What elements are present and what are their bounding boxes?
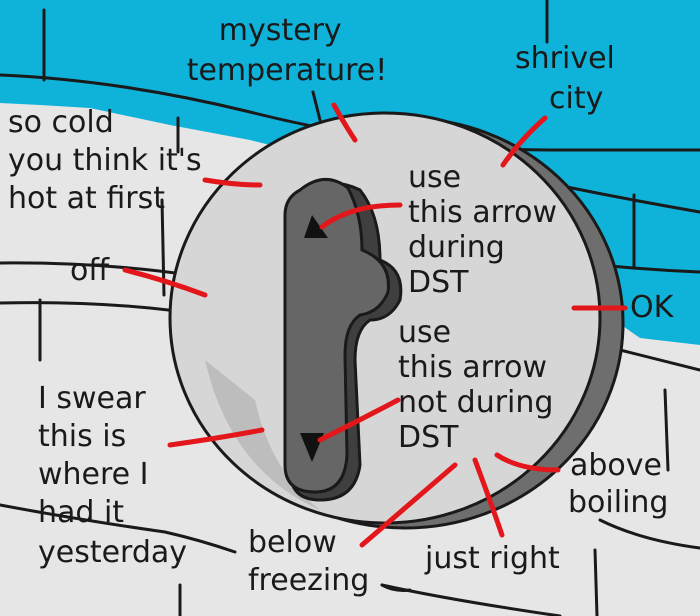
pointer-off [122, 267, 208, 298]
label-mystery-temperature: mystery temperature! [187, 13, 388, 88]
label-below-freezing: below freezing [248, 525, 369, 598]
svg-text:below freezing: below freezing [248, 525, 369, 598]
svg-text:above boiling: above boiling [568, 448, 672, 520]
pointer-use-not-dst [317, 397, 401, 443]
pointer-below-freezing [359, 462, 458, 548]
pointer-just-right [472, 457, 505, 538]
svg-text:shrivel city: shrivel city [515, 41, 624, 116]
label-off: off [70, 253, 110, 288]
pointer-shrivel [500, 115, 548, 168]
knob-body [283, 178, 390, 494]
svg-text:OK: OK [630, 290, 675, 325]
label-use-arrow-not-during-dst: use this arrow not during DST [398, 315, 563, 455]
ink-connectors [163, 530, 412, 592]
thermostat-dial[interactable] [168, 111, 625, 530]
svg-text:use this arrow not: use this arrow not during DST [398, 315, 563, 455]
label-just-right: just right [424, 541, 560, 576]
pointer-above-boiling [494, 452, 561, 473]
wall-background [0, 0, 700, 345]
pointer-so-cold [202, 177, 263, 188]
label-use-arrow-during-dst: use this arrow during DST [408, 160, 567, 300]
label-i-swear: I swear this is where I had it yesterday [38, 381, 187, 570]
svg-text:off: off [70, 253, 110, 288]
svg-text:just right: just right [424, 541, 560, 576]
label-ok: OK [630, 290, 675, 325]
pointer-use-dst [319, 202, 403, 230]
dst-arrow-icon [304, 215, 328, 238]
label-shrivel-city: shrivel city [515, 41, 624, 116]
svg-text:I swear this is wh: I swear this is where I had it yesterday [38, 381, 187, 570]
svg-text:so cold you think it's: so cold you think it's hot at first [8, 105, 211, 216]
pointer-lines [122, 102, 628, 548]
label-so-cold: so cold you think it's hot at first [8, 105, 211, 216]
svg-text:use this arrow dur: use this arrow during DST [408, 160, 567, 300]
label-above-boiling: above boiling [568, 448, 672, 520]
pointer-mystery [331, 102, 358, 143]
svg-text:mystery temperature!: mystery temperature! [187, 13, 388, 88]
dial-inner-shade [205, 360, 320, 510]
pointer-swear [167, 427, 265, 448]
